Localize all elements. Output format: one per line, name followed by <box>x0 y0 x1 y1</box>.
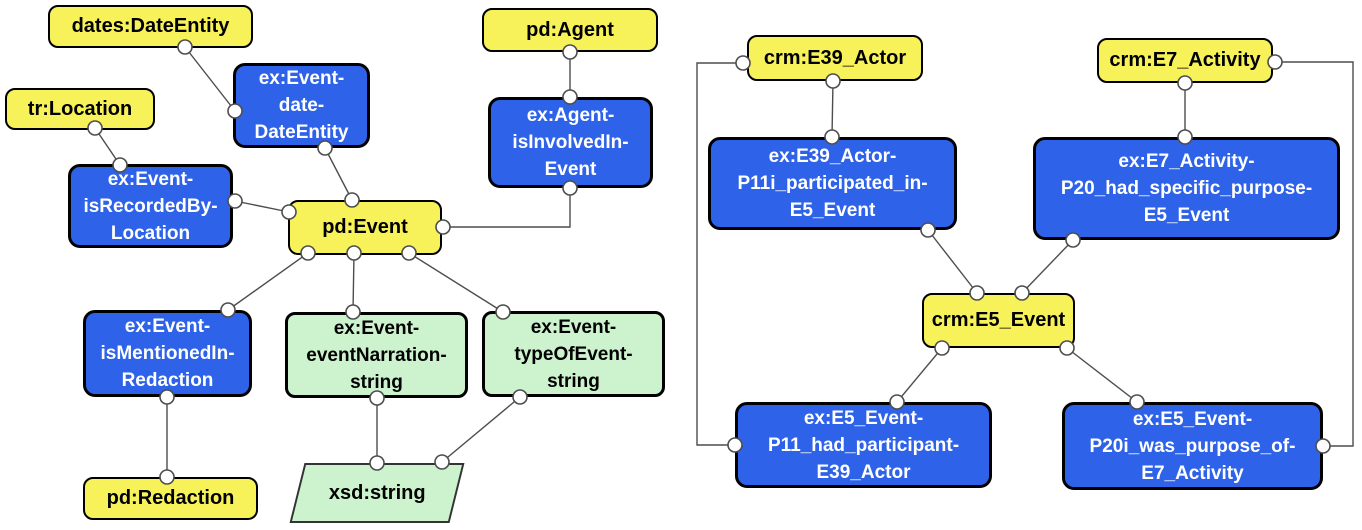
node-label-line: P11i_participated_in- <box>737 173 928 194</box>
node-ex-event-ismentionedin-redaction[interactable]: ex:Event- isMentionedIn- Redaction <box>83 310 252 397</box>
node-label-line: isMentionedIn- <box>100 343 235 364</box>
node-label: pd:Redaction <box>106 487 235 509</box>
edge <box>184 46 236 112</box>
edge <box>408 252 504 313</box>
node-crm-e39-actor[interactable]: crm:E39_Actor <box>747 35 923 81</box>
node-dates-dateentity[interactable]: dates:DateEntity <box>48 5 253 48</box>
node-label-line: string <box>350 371 403 393</box>
node-label: crm:E5_Event <box>931 309 1066 331</box>
node-label-line: ex:E5_Event- <box>1132 408 1253 430</box>
node-label-line: Event <box>544 159 597 180</box>
node-label-line: typeOfEvent- <box>514 343 633 365</box>
node-ex-event-isrecordedby-location[interactable]: ex:Event- isRecordedBy- Location <box>68 164 233 248</box>
edge <box>234 200 290 213</box>
node-tr-location[interactable]: tr:Location <box>5 88 155 130</box>
node-label-line: ex:Event- <box>530 316 617 338</box>
node-ex-e5event-p20i-was-purpose-of-e7activity[interactable]: ex:E5_Event- P20i_was_purpose_of- E7_Act… <box>1062 402 1323 490</box>
node-label: pd:Event <box>322 216 408 238</box>
node-ex-e5event-p11-had-participant-e39actor[interactable]: ex:E5_Event- P11_had_participant- E39_Ac… <box>735 402 992 488</box>
node-label-line: E5_Event <box>789 200 876 221</box>
node-label: crm:E7_Activity <box>1109 49 1261 71</box>
edge <box>896 347 943 403</box>
node-label-line: isInvolvedIn- <box>512 132 629 153</box>
node-ex-e39actor-p11i-participated-in-e5event[interactable]: ex:E39_Actor- P11i_participated_in- E5_E… <box>708 137 957 230</box>
edge <box>443 188 571 228</box>
node-ex-event-eventnarration-string[interactable]: ex:Event- eventNarration- string <box>285 312 468 398</box>
node-crm-e5-event[interactable]: crm:E5_Event <box>922 293 1075 348</box>
node-label-line: date- <box>278 95 325 116</box>
edge <box>227 252 309 311</box>
node-label-line: E5_Event <box>1143 205 1230 226</box>
node-label-line: ex:Event- <box>107 168 194 190</box>
edge <box>1066 347 1138 403</box>
node-label: crm:E39_Actor <box>763 46 907 69</box>
node-ex-e7activity-p20-had-specific-purpose-e5event[interactable]: ex:E7_Activity- P20_had_specific_purpose… <box>1033 137 1340 240</box>
edge <box>324 147 353 201</box>
node-label-line: P20i_was_purpose_of- <box>1089 435 1296 457</box>
node-label: xsd:string <box>328 481 426 504</box>
node-ex-event-typeofevent-string[interactable]: ex:Event- typeOfEvent- string <box>482 311 665 397</box>
edge <box>831 80 834 138</box>
node-label-line: Redaction <box>121 370 214 391</box>
node-label-line: E7_Activity <box>1141 462 1244 484</box>
node-ex-event-date-dateentity[interactable]: ex:Event- date- DateEntity <box>233 63 370 148</box>
node-pd-event[interactable]: pd:Event <box>288 200 442 255</box>
node-label-line: DateEntity <box>254 122 349 143</box>
node-label: dates:DateEntity <box>71 15 230 37</box>
node-crm-e7-activity[interactable]: crm:E7_Activity <box>1097 38 1273 83</box>
node-ex-agent-isinvolvedin-event[interactable]: ex:Agent- isInvolvedIn- Event <box>488 97 653 188</box>
node-label: pd:Agent <box>526 18 614 41</box>
node-label-line: P11_had_participant- <box>767 434 960 456</box>
node-label-line: ex:Event- <box>333 317 420 339</box>
edge <box>927 229 978 294</box>
edge <box>352 252 355 313</box>
edge <box>1275 61 1354 447</box>
node-label: tr:Location <box>27 97 133 120</box>
node-label-line: ex:E39_Actor- <box>768 146 897 167</box>
edge <box>441 396 521 463</box>
node-label-line: ex:E5_Event- <box>803 407 924 429</box>
node-pd-agent[interactable]: pd:Agent <box>482 8 658 52</box>
node-label-line: Location <box>110 222 191 244</box>
node-label-line: E39_Actor <box>816 461 911 483</box>
node-label-line: ex:E7_Activity- <box>1118 151 1255 172</box>
node-label-line: isRecordedBy- <box>83 195 218 217</box>
edge <box>94 127 121 166</box>
node-label-line: ex:Event- <box>124 316 211 337</box>
node-label-line: ex:Agent- <box>526 105 615 126</box>
node-xsd-string[interactable]: xsd:string <box>289 463 465 523</box>
node-label-line: eventNarration- <box>306 344 447 366</box>
node-pd-redaction[interactable]: pd:Redaction <box>83 477 258 520</box>
node-label-line: string <box>547 370 600 392</box>
node-label-line: ex:Event- <box>258 68 345 89</box>
node-label-line: P20_had_specific_purpose- <box>1060 178 1313 199</box>
edge <box>1021 239 1074 294</box>
edge <box>696 62 743 446</box>
